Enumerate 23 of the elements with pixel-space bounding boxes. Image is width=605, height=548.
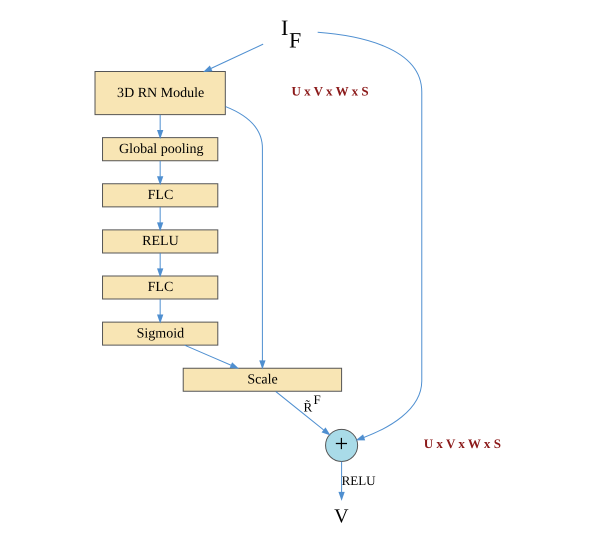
node-box: RELU <box>102 229 218 254</box>
arrow <box>184 344 240 369</box>
arrow <box>275 391 331 436</box>
node-box: Global pooling <box>102 137 218 162</box>
arrow <box>225 106 266 370</box>
arrow <box>157 114 164 140</box>
arrow <box>157 252 164 278</box>
arrow <box>317 32 422 440</box>
node-box: Scale <box>182 368 342 392</box>
arrow <box>157 206 164 232</box>
node-box: 3D RN Module <box>94 71 226 116</box>
label: U x V x W x S <box>424 436 501 451</box>
node-box: Sigmoid <box>102 322 218 346</box>
label: U x V x W x S <box>291 83 369 98</box>
arrow <box>338 461 345 501</box>
arrow <box>157 160 164 186</box>
edge-label: RELU <box>342 472 376 488</box>
node-box: FLC <box>102 276 218 300</box>
arrow <box>157 298 164 324</box>
arrow <box>203 44 264 72</box>
node-text: V <box>334 506 349 528</box>
node-box: FLC <box>102 183 218 208</box>
node-circle: + <box>325 428 358 462</box>
